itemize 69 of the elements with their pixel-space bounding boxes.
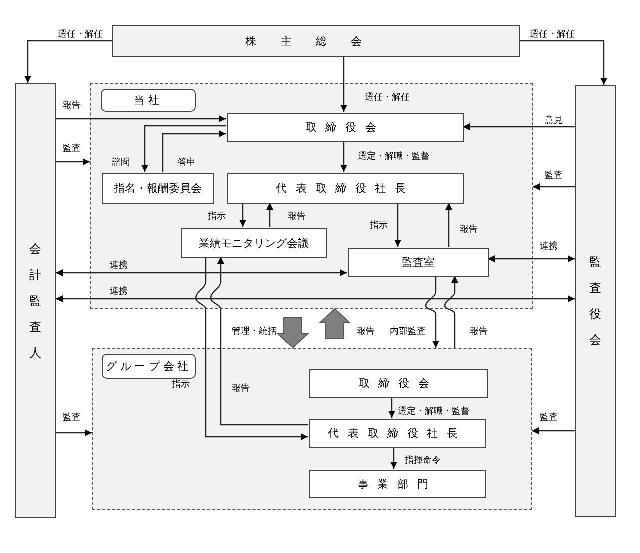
edge-label: 報告 [470,327,488,338]
arrow [340,141,348,172]
process-box: 株主総会 [112,25,520,57]
arrow [394,203,402,247]
process-box: 代表取締役社長 [309,419,486,448]
arrow [446,203,452,247]
edge-label: 監査 [63,144,81,155]
edge-label: 報告 [460,225,478,236]
edge-label: 報告 [357,327,375,338]
arrow [162,130,226,172]
arrow [425,276,440,348]
edge-label: 監査 [545,171,563,182]
edge-label: 指揮命令 [405,456,441,467]
arrow [195,257,308,440]
edge-label: 指示 [172,380,190,391]
process-box: 監査役会 [575,85,616,517]
edge-label: 指示 [208,212,226,223]
edge-label: 選任・解任 [530,30,575,41]
edge-label: 選任・解任 [58,30,103,41]
arrow [520,40,608,85]
arrow [240,203,246,227]
process-box: 取締役会 [309,369,488,398]
arrow [463,124,575,130]
arrow [533,184,575,190]
arrow [340,57,348,112]
process-box: 代表取締役社長 [227,173,464,204]
edge-label: 諮問 [112,158,130,169]
process-box: 会計監査人 [15,83,56,518]
process-box: 監査室 [348,248,489,277]
block-arrow [318,308,352,340]
arrow [56,430,92,436]
arrow [388,397,396,418]
dashed-group-frame [90,83,533,309]
arrow [266,203,274,227]
edge-label: 報告 [63,101,81,112]
edge-label: 選任・解任 [365,93,410,104]
arrow [444,276,458,348]
edge-label: 管理・統括 [232,327,277,338]
edge-label: 報告 [232,384,250,395]
edge-label: 選定・解職・監督 [358,152,430,163]
edge-label: 監査 [63,413,81,424]
arrow [142,125,226,172]
arrow [24,40,112,83]
process-box: 取締役会 [227,113,464,142]
arrow [488,256,575,262]
arrow [56,296,575,302]
block-arrow [276,318,310,349]
arrow [56,270,347,276]
edge-label: 内部監査 [390,327,426,338]
edge-label: 答申 [178,158,196,169]
arrow [210,257,308,426]
dashed-group-frame [92,348,532,510]
group-label: 当社 [101,89,196,112]
arrow [532,428,575,434]
group-label: グループ会社 [102,354,196,379]
process-box: 業績モニタリング会議 [181,228,327,258]
edge-label: 連携 [540,242,558,253]
arrow [56,158,90,166]
edge-label: 選定・解職・監督 [398,407,470,418]
edge-label: 指示 [370,221,388,232]
process-box: 事業部門 [309,470,486,498]
process-box: 指名・報酬委員会 [102,173,214,204]
edge-label: 意見 [545,116,563,127]
arrow [56,116,226,122]
edge-label: 監査 [540,413,558,424]
edge-label: 連携 [110,287,128,298]
arrow [390,447,398,469]
edge-label: 報告 [288,212,306,223]
edge-label: 連携 [110,261,128,272]
